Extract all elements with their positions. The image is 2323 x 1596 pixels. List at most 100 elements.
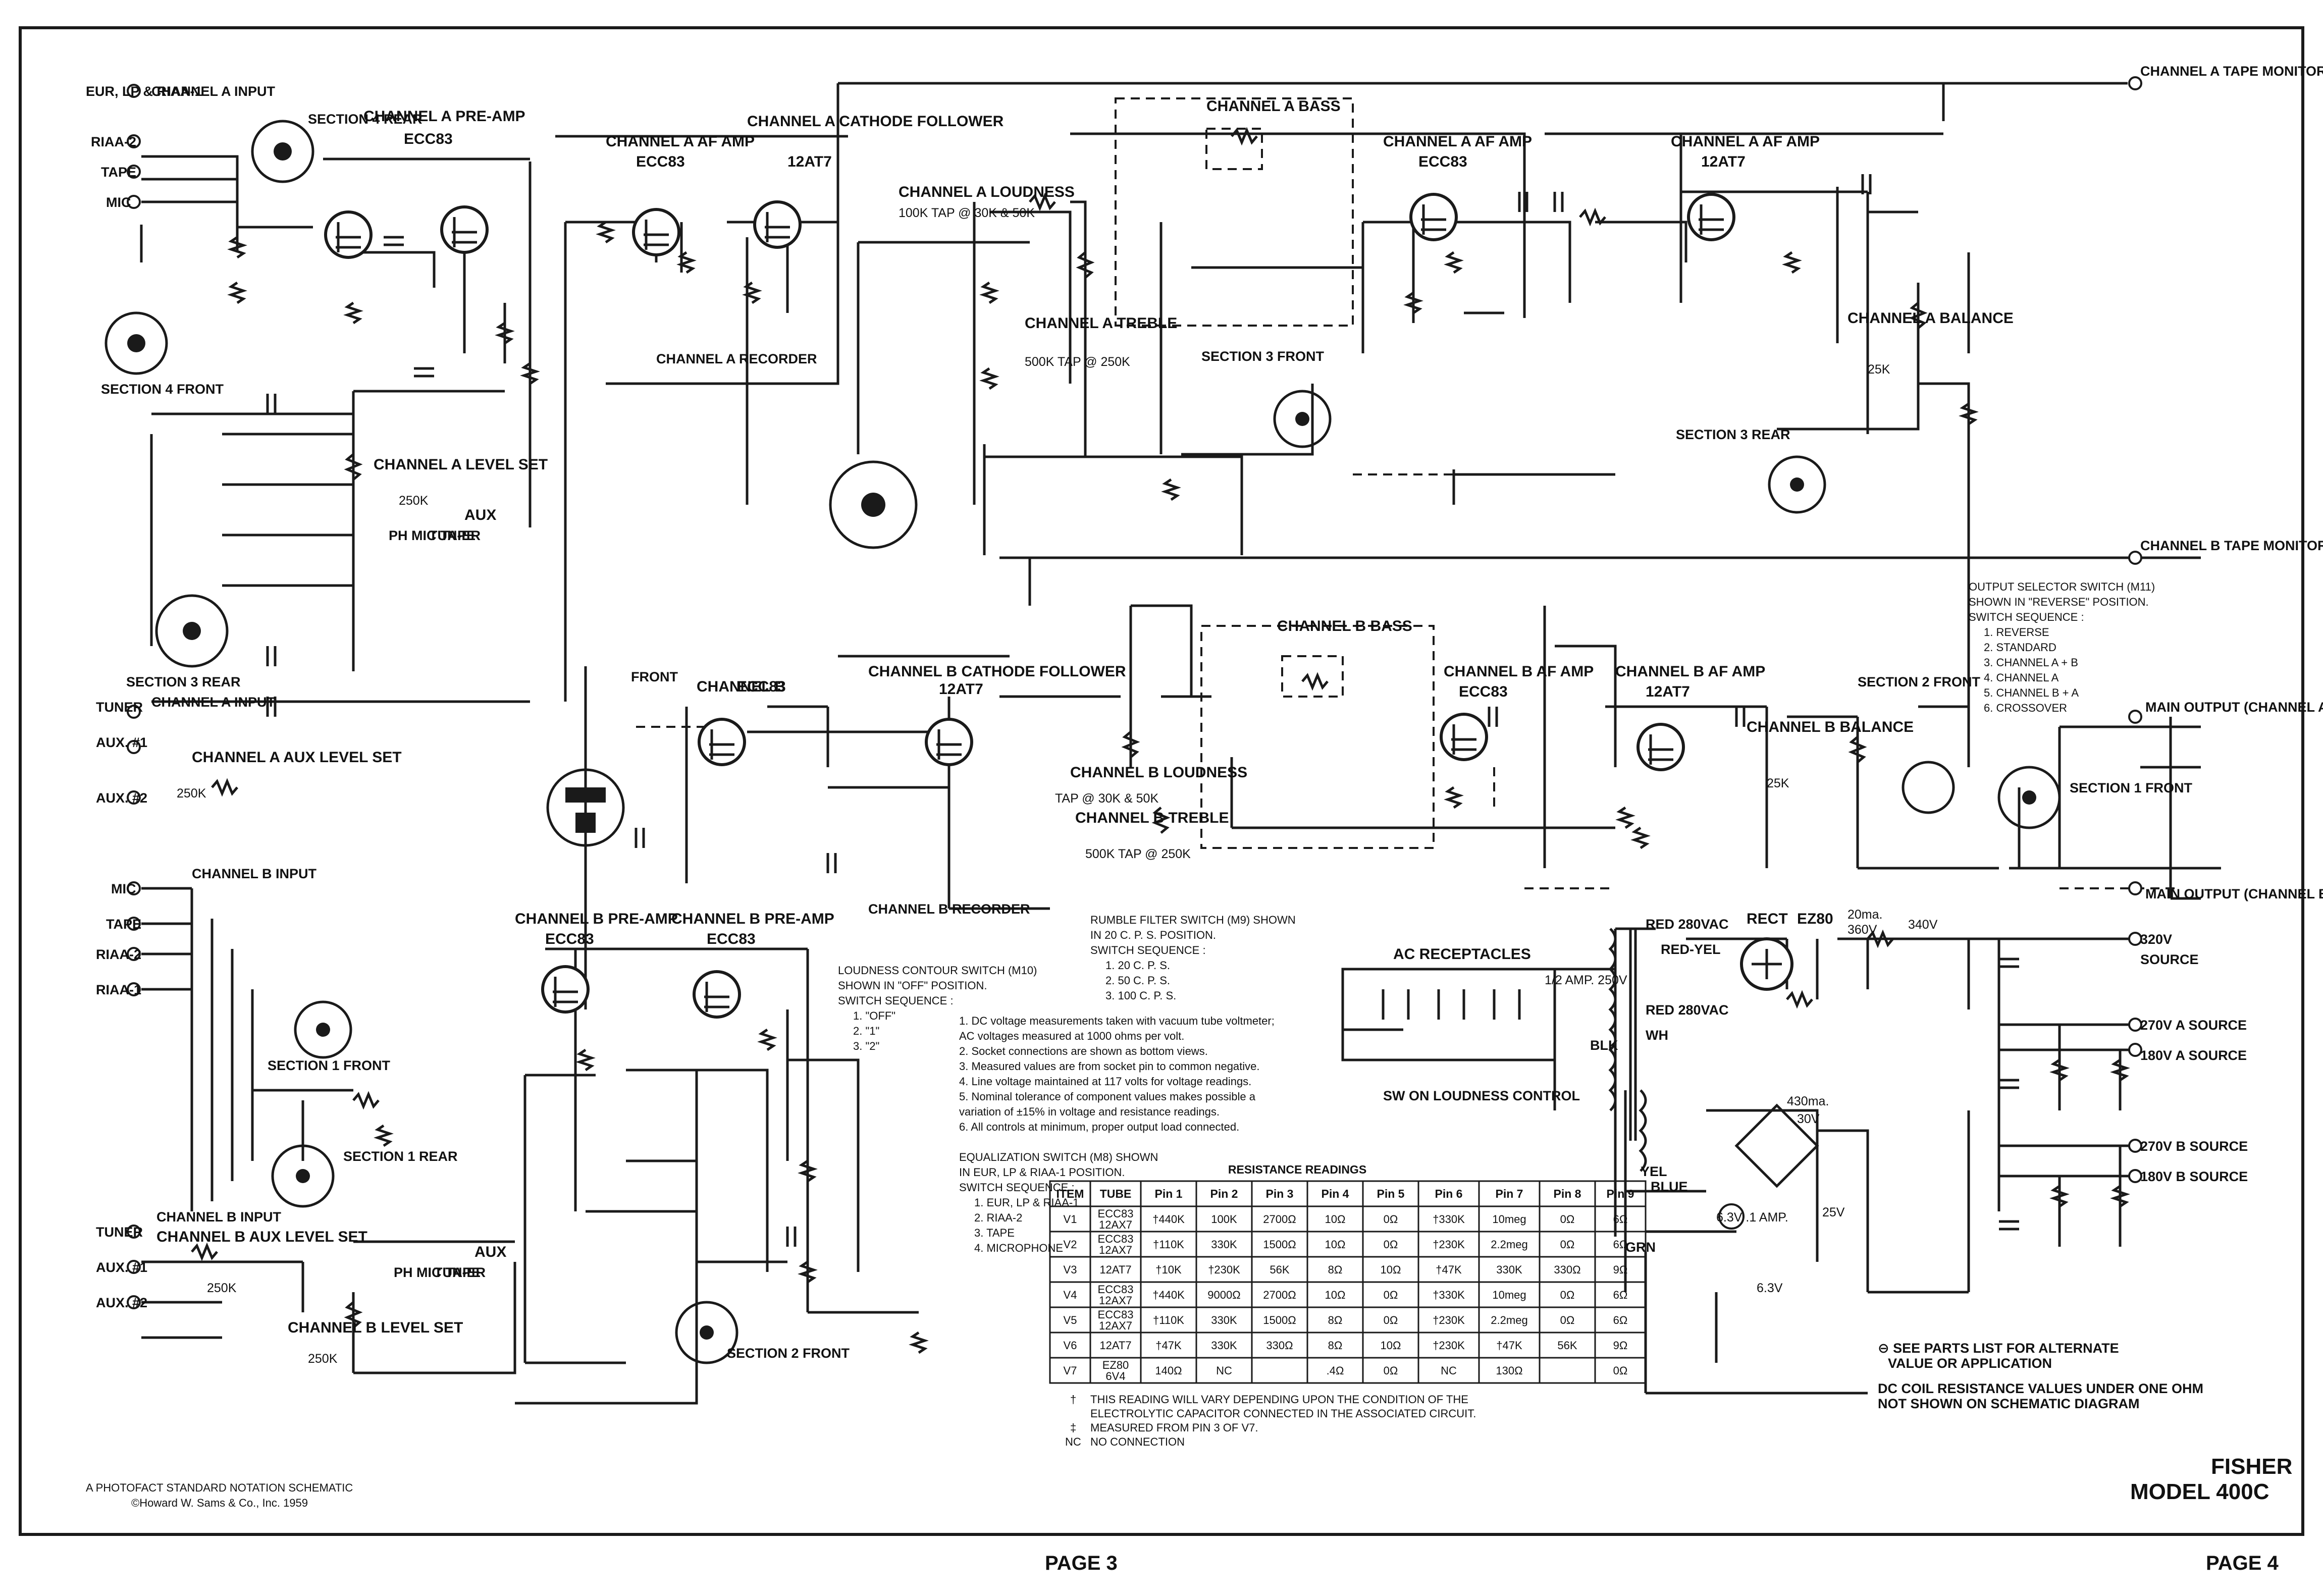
label-rec-a: CHANNEL A RECORDER xyxy=(656,351,817,366)
label-grn: GRN xyxy=(1625,1240,1656,1255)
switch-m8-s4-front xyxy=(104,311,168,375)
jack-270va xyxy=(2128,1018,2142,1032)
label-tuner-b: TUN-ER xyxy=(434,1265,486,1280)
table-cell: 10Ω xyxy=(1325,1289,1346,1301)
table-cell: 10Ω xyxy=(1381,1263,1401,1276)
label-level-b: CHANNEL B LEVEL SET xyxy=(288,1319,463,1336)
label-v3a-tube: 12AT7 xyxy=(787,153,832,170)
label-63v-b: 6.3V xyxy=(1757,1281,1783,1295)
label-v4b-tube: ECC83 xyxy=(707,931,756,947)
table-cell: 56K xyxy=(1557,1339,1577,1352)
table-cell: 8Ω xyxy=(1328,1314,1343,1326)
label-30v: 30V xyxy=(1797,1112,1820,1126)
label-level-b-val: 250K xyxy=(308,1352,338,1366)
label-aux2-a: AUX. #2 xyxy=(96,790,147,806)
tube-v2b xyxy=(1409,193,1458,241)
label-main-b: MAIN OUTPUT (CHANNEL B) xyxy=(2145,886,2323,901)
switch-m8-s3-rear xyxy=(155,594,229,668)
jack-aux1-a xyxy=(127,740,141,754)
jack-a-eur xyxy=(127,84,141,98)
table-cell: 56K xyxy=(1270,1263,1289,1276)
label-level-a: CHANNEL A LEVEL SET xyxy=(374,456,548,473)
jack-aux2-a xyxy=(127,790,141,805)
label-b-tape: TAPE xyxy=(106,917,141,932)
label-270vb: 270V B SOURCE xyxy=(2140,1139,2248,1154)
label-v6a-stage: CHANNEL B CATHODE FOLLOWER xyxy=(868,663,1126,680)
jack-320v xyxy=(2128,932,2142,946)
table-cell: 6Ω xyxy=(1613,1213,1628,1226)
pot-r4b xyxy=(1848,736,1867,763)
table-header-cell: Pin 9 xyxy=(1607,1187,1634,1200)
table-cell: 10Ω xyxy=(1325,1238,1346,1251)
table-title: RESISTANCE READINGS xyxy=(1228,1163,1366,1176)
table-cell: †10K xyxy=(1155,1263,1182,1276)
table-header-cell: ITEM xyxy=(1057,1187,1084,1200)
tubes xyxy=(324,193,1793,1019)
table-cell: ECC83 xyxy=(1098,1283,1134,1296)
label-loud-a-val: 100K TAP @ 30K & 50K xyxy=(899,206,1035,220)
label-v1-tube: ECC83 xyxy=(404,131,453,147)
table-grid xyxy=(1049,1180,1647,1384)
pot-r8 xyxy=(344,1301,363,1328)
label-bass-a: CHANNEL A BASS xyxy=(1206,98,1341,115)
footnote-mark-0: † xyxy=(1070,1393,1076,1406)
label-430ma: 430ma. xyxy=(1787,1094,1829,1108)
pot-r1b xyxy=(1121,731,1140,758)
label-red1: RED 280VAC xyxy=(1646,917,1729,932)
note-rumble-4: 2. 50 C. P. S. xyxy=(1105,974,1170,987)
label-v1-stage: CHANNEL A PRE-AMP xyxy=(363,108,525,125)
label-aux-b-val: 250K xyxy=(207,1281,237,1295)
note-rumble-1: IN 20 C. P. S. POSITION. xyxy=(1090,929,1216,941)
table-cell: 10Ω xyxy=(1325,1213,1346,1226)
switch-m8-s2-front xyxy=(675,1301,738,1364)
label-v2b-stage: CHANNEL A AF AMP xyxy=(1383,133,1532,150)
footnote-0: THIS READING WILL VARY DEPENDING UPON TH… xyxy=(1090,1393,1468,1406)
label-b-riaa2: RIAA-2 xyxy=(96,947,141,962)
label-yel: YEL xyxy=(1641,1164,1667,1179)
table-cell: 12AT7 xyxy=(1099,1263,1131,1276)
jack-a-riaa2 xyxy=(127,134,141,148)
note-output-0: OUTPUT SELECTOR SWITCH (M11) xyxy=(1969,580,2155,593)
label-m11-s3-front: SECTION 3 FRONT xyxy=(1201,349,1325,364)
table-cell: 0Ω xyxy=(1384,1213,1398,1226)
note-output-selector: OUTPUT SELECTOR SWITCH (M11) SHOWN IN "R… xyxy=(1969,580,2155,714)
label-aux-b: CHANNEL B AUX LEVEL SET xyxy=(156,1229,367,1245)
label-aux1-a: AUX. #1 xyxy=(96,735,147,750)
note-gen-3: 3. Measured values are from socket pin t… xyxy=(959,1060,1260,1073)
note-output-4: 2. STANDARD xyxy=(1984,641,2056,654)
jack-180va xyxy=(2128,1043,2142,1057)
label-v3b-stage: CHANNEL A AF AMP xyxy=(1671,133,1820,150)
table-header-cell: Pin 4 xyxy=(1322,1187,1349,1200)
shield-enclosures xyxy=(636,97,2181,889)
tube-v7 xyxy=(1740,937,1793,991)
table-cell: 0Ω xyxy=(1560,1238,1575,1251)
table-cell: V4 xyxy=(1064,1289,1077,1301)
label-340v: 340V xyxy=(1908,918,1938,932)
note-loud-5: 3. "2" xyxy=(853,1040,879,1052)
label-blue: BLUE xyxy=(1651,1179,1688,1194)
table-cell: †47K xyxy=(1496,1339,1522,1352)
label-v7-tube: EZ80 xyxy=(1797,911,1833,927)
label-aux-head-b: AUX xyxy=(474,1244,506,1260)
tube-v5a xyxy=(698,718,746,766)
label-treble-b: CHANNEL B TREBLE xyxy=(1075,810,1229,826)
label-v4a-tube: ECC83 xyxy=(545,931,594,947)
table-cell: †230K xyxy=(1433,1339,1465,1352)
jack-aux1-b xyxy=(127,1260,141,1274)
label-b-riaa1: RIAA-1 xyxy=(96,982,141,997)
note-gen-0: 1. DC voltage measurements taken with va… xyxy=(959,1015,1275,1027)
jack-180vb xyxy=(2128,1169,2142,1183)
note-eq-4: 2. RIAA-2 xyxy=(974,1211,1022,1224)
tube-v1b xyxy=(440,205,489,254)
table-cell: †230K xyxy=(1433,1238,1465,1251)
footnote-2: MEASURED FROM PIN 3 OF V7. xyxy=(1090,1421,1258,1434)
notation-line: A PHOTOFACT STANDARD NOTATION SCHEMATIC xyxy=(86,1481,353,1494)
label-balance-a-val: 25K xyxy=(1868,362,1890,377)
pot-r2b xyxy=(1151,807,1171,834)
table-cell: ECC83 xyxy=(1098,1207,1134,1220)
rotary-switches xyxy=(104,120,2061,1364)
note-rumble-2: SWITCH SEQUENCE : xyxy=(1090,944,1206,956)
label-b-mic: MIC xyxy=(111,881,136,896)
table-cell: †110K xyxy=(1153,1314,1184,1326)
switch-m10 xyxy=(829,460,918,549)
